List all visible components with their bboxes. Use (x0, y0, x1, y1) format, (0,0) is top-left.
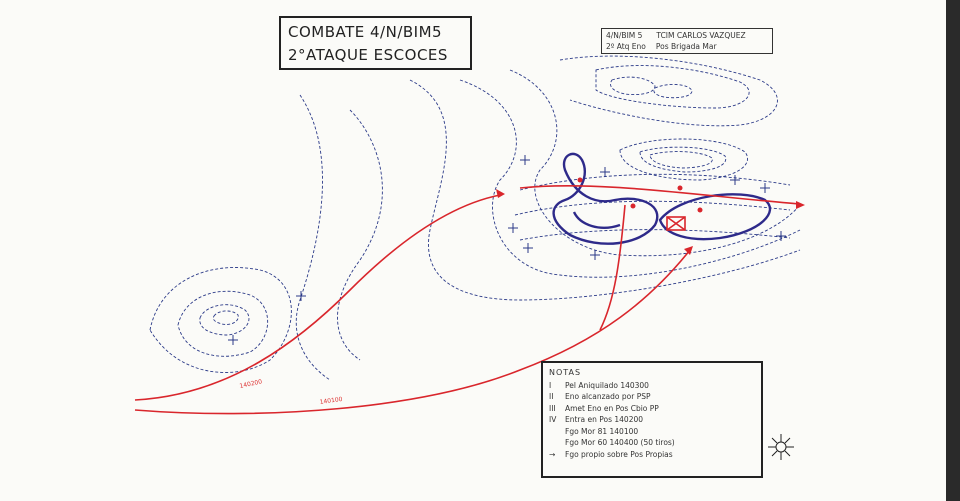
position-marker (508, 223, 518, 233)
notes-marker: II (549, 392, 554, 401)
arrowhead (796, 201, 805, 209)
position-marker (228, 335, 238, 345)
contour-line (639, 146, 727, 173)
notes-item: III Amet Eno en Pos Cbio PP (549, 403, 755, 415)
route-east (519, 185, 801, 205)
notes-marker: IV (549, 415, 557, 424)
notes-marker: → (549, 449, 556, 459)
route-arrows (496, 189, 805, 255)
route-west (134, 194, 501, 401)
contour-line (199, 304, 250, 336)
contour-line (295, 94, 331, 381)
notes-item: → Fgo propio sobre Pos Propias (549, 449, 755, 461)
event-point (577, 177, 583, 183)
position-marker (520, 155, 530, 165)
event-point (630, 203, 636, 209)
contour-line (409, 79, 801, 301)
own-positions (552, 152, 772, 245)
notes-text: Fgo Mor 60 140400 (50 tiros) (565, 438, 675, 447)
route-south (134, 249, 691, 415)
contour-line (177, 290, 269, 357)
contour-lines (149, 55, 801, 381)
compass-rose-icon (768, 434, 794, 460)
position-loop (552, 152, 659, 245)
commander-name: TCIM CARLOS VAZQUEZ (656, 31, 746, 40)
notes-text: Eno alcanzado por PSP (565, 392, 651, 401)
notes-heading: NOTAS (549, 368, 582, 377)
contour-line (559, 55, 778, 127)
objective-marker (666, 216, 686, 231)
notes-text: Pel Aniquilado 140300 (565, 380, 649, 390)
route-label-west: 140200 (239, 378, 263, 390)
position-marker (760, 183, 770, 193)
position-loop (658, 193, 772, 241)
map-title: COMBATE 4/N/BIM5 2°ATAQUE ESCOCES (279, 16, 472, 70)
contour-line (514, 200, 791, 216)
position-label: Pos Brigada Mar (655, 42, 717, 51)
event-point (677, 185, 683, 191)
event-markers (577, 177, 703, 213)
title-line-1: COMBATE 4/N/BIM5 (288, 23, 443, 41)
notes-item: Fgo Mor 81 140100 (549, 426, 755, 438)
unit-label-box: 4/N/BIM 5 TCIM CARLOS VAZQUEZ 2º Atq Eno P… (601, 28, 773, 54)
contour-line (459, 79, 801, 278)
notes-text: Entra en Pos 140200 (565, 415, 644, 424)
notes-marker: III (549, 403, 556, 413)
notes-marker (549, 437, 565, 449)
notes-text: Fgo Mor 81 140100 (565, 426, 639, 436)
position-markers (228, 155, 786, 345)
notes-item: I Pel Aniquilado 140300 (549, 380, 755, 392)
contour-line (619, 138, 748, 181)
contour-line (337, 109, 383, 361)
scan-edge (946, 0, 960, 501)
notes-legend: NOTAS I Pel Aniquilado 140300 II Eno alcan… (541, 361, 763, 478)
unit-name: 4/N/BIM 5 (606, 31, 643, 40)
notes-marker: I (549, 380, 552, 390)
notes-marker (549, 426, 565, 438)
contour-line (149, 267, 292, 373)
position-marker (776, 231, 786, 241)
notes-item: IV Entra en Pos 140200 (549, 414, 755, 426)
contour-line (595, 65, 750, 109)
position-marker (523, 243, 533, 253)
contour-line (509, 69, 801, 257)
notes-text: Fgo propio sobre Pos Propias (565, 449, 673, 459)
notes-text: Amet Eno en Pos Cbio PP (565, 403, 659, 413)
notes-item: Fgo Mor 60 140400 (50 tiros) (549, 437, 755, 449)
route-label-south: 140100 (319, 396, 343, 406)
attack-label: 2º Atq Eno (606, 42, 646, 51)
notes-item: II Eno alcanzado por PSP (549, 391, 755, 403)
arrowhead (684, 246, 693, 255)
title-line-2: 2°ATAQUE ESCOCES (288, 46, 448, 64)
contour-line (649, 151, 713, 169)
position-loop (572, 211, 621, 229)
contour-line (212, 310, 239, 325)
route-branch (599, 204, 626, 331)
contour-line (610, 76, 656, 96)
position-marker (590, 250, 600, 260)
contour-line (519, 173, 791, 191)
position-marker (730, 175, 740, 185)
position-marker (296, 291, 306, 301)
event-point (697, 207, 703, 213)
attack-routes (134, 185, 801, 415)
arrowhead (496, 189, 505, 198)
contour-line (653, 84, 693, 99)
position-marker (600, 167, 610, 177)
